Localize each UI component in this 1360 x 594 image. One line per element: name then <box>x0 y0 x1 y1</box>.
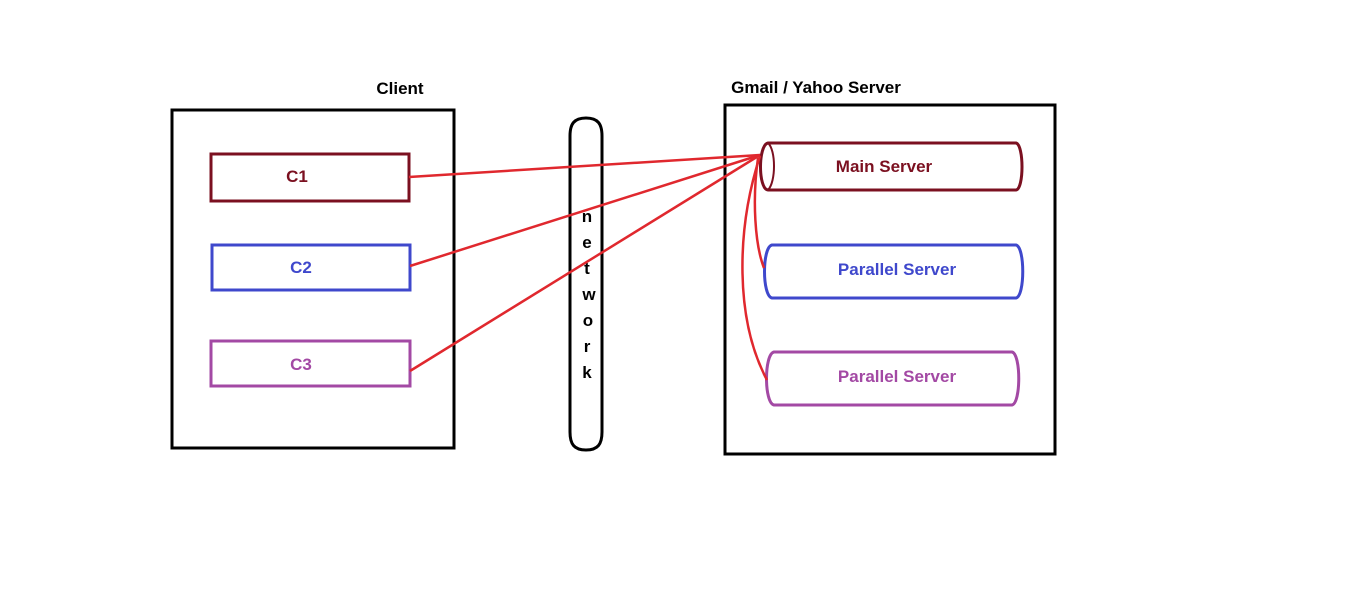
client-c2-label: C2 <box>290 258 312 277</box>
main-server-seam <box>767 142 775 191</box>
network-pipe <box>568 116 604 452</box>
main-server-label: Main Server <box>836 157 933 176</box>
client-c1-box <box>209 152 411 203</box>
network-letter: w <box>581 285 596 304</box>
parallel-server-2-shape <box>765 350 1021 407</box>
network-letter: t <box>584 259 590 278</box>
client-box <box>170 108 456 450</box>
connection-main-parallel-2 <box>741 155 769 381</box>
network-letter: e <box>582 233 591 252</box>
client-c2-box <box>210 243 412 292</box>
connection-c2-main <box>409 153 761 268</box>
parallel-server-1-label: Parallel Server <box>838 260 957 279</box>
parallel-server-1-shape <box>763 243 1025 300</box>
client-title: Client <box>376 79 424 98</box>
client-c1-label: C1 <box>286 167 308 186</box>
network-letter: k <box>582 363 592 382</box>
main-server-shape <box>759 141 1024 192</box>
server-box <box>723 103 1057 456</box>
connections <box>408 153 769 381</box>
network-letter: r <box>584 337 591 356</box>
server-title: Gmail / Yahoo Server <box>731 78 901 97</box>
parallel-server-2-label: Parallel Server <box>838 367 957 386</box>
network-letter: o <box>583 311 593 330</box>
client-c3-label: C3 <box>290 355 312 374</box>
connection-c1-main <box>408 153 761 179</box>
network-label: n e t w o r k <box>581 207 596 382</box>
connection-c3-main <box>409 153 761 373</box>
network-letter: n <box>582 207 592 226</box>
client-c3-box <box>209 339 412 388</box>
